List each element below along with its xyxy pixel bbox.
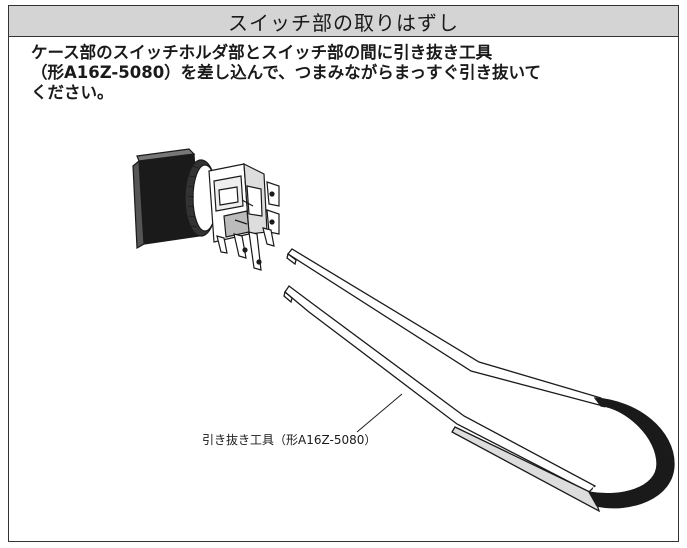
- tool-callout-label: 引き抜き工具（形A16Z-5080）: [202, 433, 377, 447]
- instruction-line-1: ケース部のスイッチホルダ部とスイッチ部の間に引き抜き工具: [31, 43, 493, 62]
- instruction-panel: スイッチ部の取りはずし ケース部のスイッチホルダ部とスイッチ部の間に引き抜き工具…: [8, 5, 679, 542]
- instruction-text: ケース部のスイッチホルダ部とスイッチ部の間に引き抜き工具 （形A16Z-5080…: [31, 43, 651, 103]
- instruction-line-3: ください。: [31, 83, 114, 102]
- callout-leader-line: [356, 393, 403, 433]
- switch-unit-drawing: [132, 148, 280, 271]
- section-header: スイッチ部の取りはずし: [9, 6, 678, 37]
- extraction-tool-drawing: [283, 248, 675, 513]
- instruction-line-2: （形A16Z-5080）を差し込んで、つまみながらまっすぐ引き抜いて: [31, 63, 542, 82]
- section-title: スイッチ部の取りはずし: [228, 10, 459, 35]
- removal-illustration: [132, 148, 675, 513]
